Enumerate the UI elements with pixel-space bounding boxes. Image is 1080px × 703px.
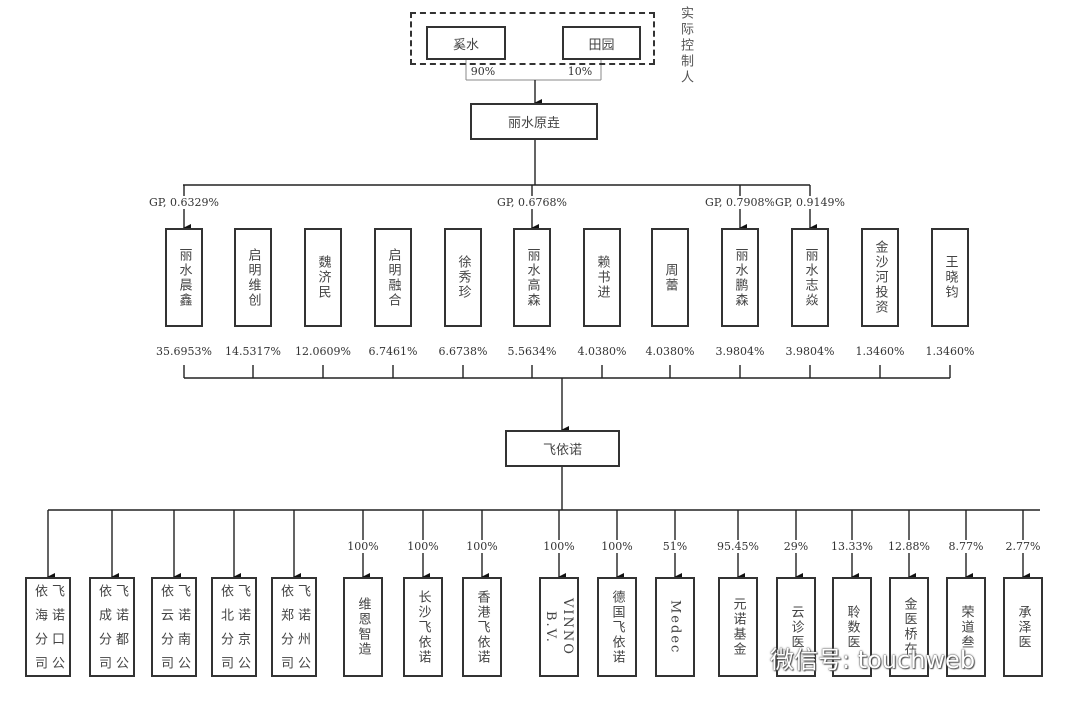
actual-controller-group <box>410 12 655 65</box>
subsidiary-share-label: 95.45% <box>716 540 760 553</box>
subsidiary-box: 德国飞依诺 <box>597 577 637 677</box>
shareholding-label: 3.9804% <box>784 345 836 358</box>
shareholding-label: 4.0380% <box>644 345 696 358</box>
subsidiary-box: 飞依诺海口分公司 <box>25 577 71 677</box>
share-label: 90% <box>470 65 496 78</box>
subsidiary-name: 飞依 <box>218 584 250 598</box>
subsidiary-name: 香港飞依诺 <box>474 589 490 665</box>
company-box: 飞依诺 <box>505 430 620 467</box>
subsidiary-name: 诺北 <box>218 608 250 622</box>
subsidiary-share-label: 100% <box>542 540 576 553</box>
subsidiary-box: 长沙飞依诺 <box>403 577 443 677</box>
holding-box: 丽水原垚 <box>470 103 598 140</box>
subsidiary-name: 金医桥在 <box>901 597 917 657</box>
shareholder-box: 丽水志焱 <box>791 228 829 327</box>
share-label: 10% <box>567 65 593 78</box>
subsidiary-name: 公司 <box>158 656 190 670</box>
shareholding-label: 1.3460% <box>854 345 906 358</box>
subsidiary-name: 州分 <box>278 632 310 646</box>
subsidiary-box: 飞依诺云南分公司 <box>151 577 197 677</box>
subsidiary-name: 飞依 <box>278 584 310 598</box>
actual-controller-label: 实际控制人 <box>678 6 693 86</box>
subsidiary-box: 飞依诺北京分公司 <box>211 577 257 677</box>
shareholder-box: 启明维创 <box>234 228 272 327</box>
subsidiary-box: 飞依诺郑州分公司 <box>271 577 317 677</box>
subsidiary-box: 香港飞依诺 <box>462 577 502 677</box>
subsidiary-box: VINNO B.V. <box>539 577 579 677</box>
shareholding-label: 6.7461% <box>367 345 419 358</box>
subsidiary-box: Medec <box>655 577 695 677</box>
shareholder-box: 周蕾 <box>651 228 689 327</box>
subsidiary-share-label: 2.77% <box>1004 540 1042 553</box>
shareholding-label: 1.3460% <box>924 345 976 358</box>
shareholding-label: 14.5317% <box>224 345 282 358</box>
controller-box: 奚水 <box>426 26 506 60</box>
subsidiary-name: 口分 <box>32 632 64 646</box>
subsidiary-name: 德国飞依诺 <box>609 589 625 665</box>
subsidiary-name: 承泽医 <box>1015 604 1031 650</box>
shareholding-label: 5.5634% <box>506 345 558 358</box>
subsidiary-name: 云诊医 <box>788 604 804 650</box>
subsidiary-box: 荣道叁 <box>946 577 986 677</box>
subsidiary-box: 承泽医 <box>1003 577 1043 677</box>
controller-box: 田园 <box>562 26 641 60</box>
gp-share-label: GP, 0.6329% <box>148 196 220 209</box>
subsidiary-name: Medec <box>667 599 683 655</box>
subsidiary-share-label: 29% <box>782 540 810 553</box>
subsidiary-name: 飞依 <box>96 584 128 598</box>
subsidiary-name: 飞依 <box>32 584 64 598</box>
subsidiary-box: 维恩智造 <box>343 577 383 677</box>
subsidiary-share-label: 100% <box>346 540 380 553</box>
subsidiary-share-label: 8.77% <box>947 540 985 553</box>
subsidiary-name: 公司 <box>32 656 64 670</box>
shareholder-box: 丽水晨鑫 <box>165 228 203 327</box>
subsidiary-box: 元诺基金 <box>718 577 758 677</box>
subsidiary-name: 公司 <box>278 656 310 670</box>
shareholding-label: 6.6738% <box>437 345 489 358</box>
subsidiary-name: 公司 <box>218 656 250 670</box>
subsidiary-name: 元诺基金 <box>730 597 746 657</box>
subsidiary-name: 长沙飞依诺 <box>415 589 431 665</box>
shareholding-label: 4.0380% <box>576 345 628 358</box>
gp-share-label: GP, 0.9149% <box>774 196 846 209</box>
watermark: 微信号: touchweb <box>770 646 976 674</box>
subsidiary-share-label: 13.33% <box>830 540 874 553</box>
subsidiary-name: VINNO B.V. <box>543 598 575 656</box>
subsidiary-name: 聆数医 <box>844 604 860 650</box>
shareholding-label: 3.9804% <box>714 345 766 358</box>
subsidiary-name: 诺成 <box>96 608 128 622</box>
subsidiary-name: 公司 <box>96 656 128 670</box>
subsidiary-name: 南分 <box>158 632 190 646</box>
subsidiary-name: 都分 <box>96 632 128 646</box>
shareholder-box: 魏济民 <box>304 228 342 327</box>
subsidiary-share-label: 100% <box>600 540 634 553</box>
subsidiary-name: 诺云 <box>158 608 190 622</box>
subsidiary-name: 荣道叁 <box>958 604 974 650</box>
subsidiary-name: 诺海 <box>32 608 64 622</box>
subsidiary-box: 聆数医 <box>832 577 872 677</box>
shareholder-box: 赖书进 <box>583 228 621 327</box>
subsidiary-name: 维恩智造 <box>355 597 371 657</box>
shareholder-box: 启明融合 <box>374 228 412 327</box>
subsidiary-name: 诺郑 <box>278 608 310 622</box>
shareholder-box: 王晓钧 <box>931 228 969 327</box>
subsidiary-name: 飞依 <box>158 584 190 598</box>
gp-share-label: GP, 0.7908% <box>704 196 776 209</box>
subsidiary-name: 京分 <box>218 632 250 646</box>
shareholder-box: 徐秀珍 <box>444 228 482 327</box>
subsidiary-share-label: 51% <box>661 540 689 553</box>
subsidiary-box: 金医桥在 <box>889 577 929 677</box>
subsidiary-box: 飞依诺成都分公司 <box>89 577 135 677</box>
shareholding-label: 12.0609% <box>294 345 352 358</box>
subsidiary-box: 云诊医 <box>776 577 816 677</box>
subsidiary-share-label: 100% <box>406 540 440 553</box>
shareholder-box: 金沙河投资 <box>861 228 899 327</box>
gp-share-label: GP, 0.6768% <box>496 196 568 209</box>
shareholder-box: 丽水鹏森 <box>721 228 759 327</box>
subsidiary-share-label: 100% <box>465 540 499 553</box>
shareholder-box: 丽水高森 <box>513 228 551 327</box>
shareholding-label: 35.6953% <box>155 345 213 358</box>
subsidiary-share-label: 12.88% <box>887 540 931 553</box>
